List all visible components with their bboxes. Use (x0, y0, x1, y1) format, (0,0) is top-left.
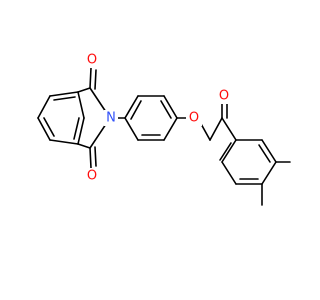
bond-ar-2 (221, 161, 237, 185)
bond-imide-c1-benzo (77, 87, 91, 93)
bond-ar-1-inner (219, 142, 232, 161)
bond-imide-co-bottom-b (94, 146, 97, 167)
bond-ar-4 (261, 161, 277, 185)
bond-co-aryl (221, 117, 237, 141)
bond-benzo-1-inner (53, 96, 76, 101)
bond-imide-c2-n (89, 123, 107, 149)
bond-ph-1-inner (130, 100, 142, 120)
bond-benzo-5-inner (73, 117, 80, 140)
ketone-oxygen-label: O (219, 89, 229, 104)
imide-oxygen-bottom-label: O (87, 169, 97, 184)
bond-benzo-5 (77, 117, 85, 145)
bond-benzo-3 (37, 117, 51, 141)
imide-oxygen-top-label: O (87, 53, 97, 68)
bond-ph-4 (163, 117, 178, 141)
bond-ph-1 (124, 95, 139, 119)
bond-imide-c1-n (89, 87, 107, 113)
bond-ph-3-inner (160, 100, 172, 119)
bond-benzo-1 (49, 91, 79, 97)
ether-oxygen-label: O (189, 111, 199, 126)
bond-ar-5-inner (258, 144, 271, 163)
bond-imide-c2-benzo (77, 143, 91, 149)
bond-ar-5 (261, 139, 277, 163)
imide-nitrogen-label: N (106, 111, 116, 126)
bond-imide-co-bottom-a (89, 147, 92, 169)
bond-benzo-3-inner (43, 117, 55, 137)
bond-benzo-2 (37, 95, 51, 119)
bond-imide-co-top-a (89, 67, 92, 89)
bond-benzo-4 (49, 139, 79, 145)
bond-ch2-co (209, 117, 223, 141)
bond-imide-co-top-b (94, 69, 97, 90)
bond-benzo-6 (77, 91, 85, 119)
bond-ph-3 (163, 95, 178, 119)
molecule-structure-diagram: O O N O O (37, 52, 291, 206)
atom-labels: O O N O O (84, 52, 232, 184)
bond-ar-1 (221, 139, 237, 163)
bonds (37, 67, 291, 206)
bond-ph-6 (124, 117, 139, 141)
